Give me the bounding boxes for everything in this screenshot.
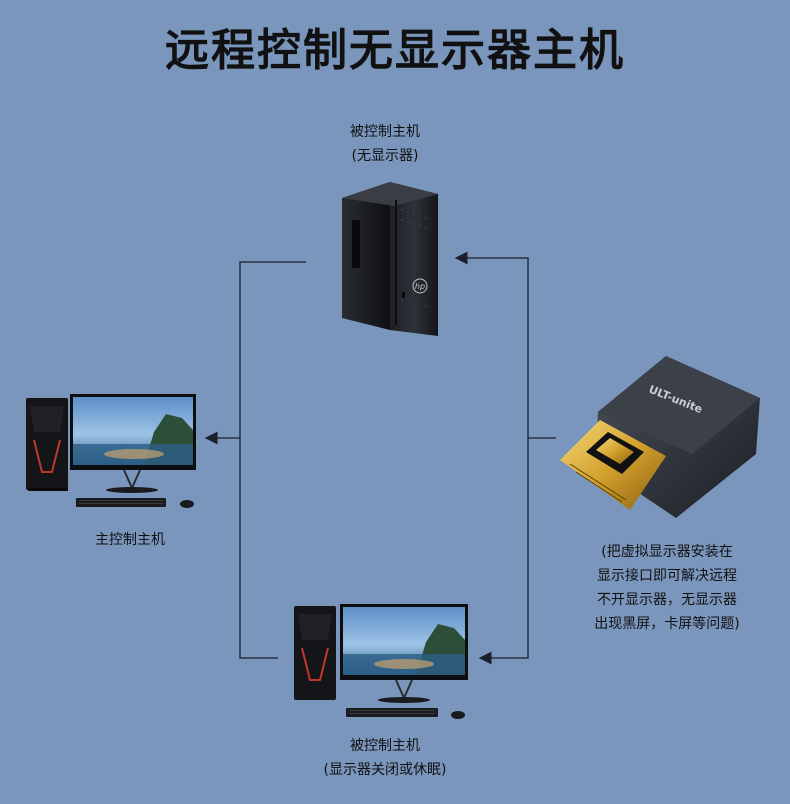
bottom-host-label: 被控制主机 (显示器关闭或休眠) [300,734,470,782]
top-host-note: (无显示器) [351,148,419,164]
adapter-note: (把虚拟显示器安装在 显示接口即可解决远程 不开显示器，无显示器 出现黑屏，卡屏… [572,540,762,636]
top-host-name: 被控制主机 [350,124,420,140]
top-host-label: 被控制主机 (无显示器) [320,120,450,168]
left-connector [204,261,306,659]
hp-tower-image: hp [342,182,438,336]
adapter-note-line-4: 出现黑屏，卡屏等问题) [594,616,740,632]
page-title: 远程控制无显示器主机 [165,25,625,76]
main-host-image [26,394,196,508]
bottom-host-note: (显示器关闭或休眠) [323,762,447,778]
bottom-host-name: 被控制主机 [350,738,420,754]
hdmi-dummy-plug-image: ULT-unite [560,356,760,518]
main-host-label: 主控制主机 [95,532,165,548]
bottom-host-image [294,604,468,719]
adapter-note-line-1: (把虚拟显示器安装在 [601,544,733,560]
right-connector [454,251,556,665]
hp-logo: hp [415,282,425,291]
adapter-note-line-3: 不开显示器，无显示器 [597,592,737,608]
adapter-note-line-2: 显示接口即可解决远程 [597,568,737,584]
